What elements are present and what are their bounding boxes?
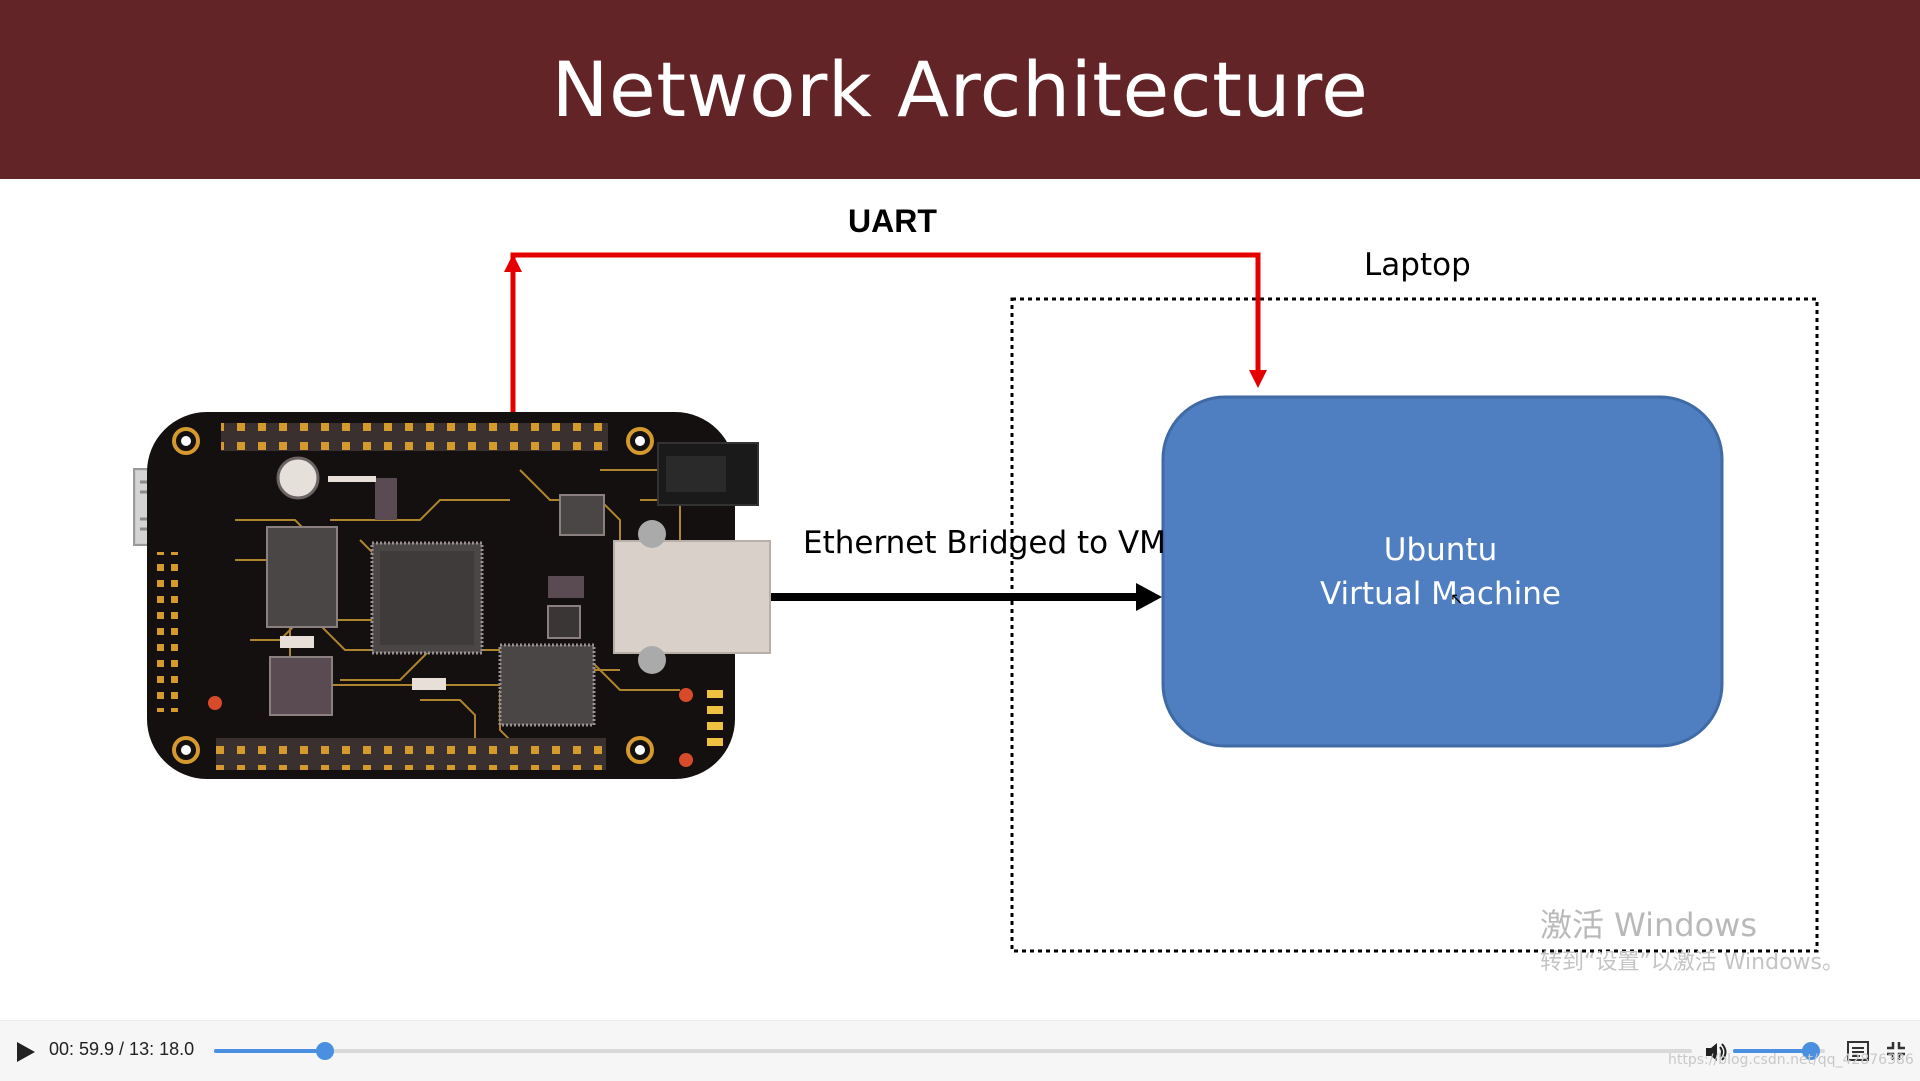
vm-box (1161, 395, 1724, 748)
slide-title: Network Architecture (551, 45, 1369, 134)
pcb-board (133, 412, 771, 779)
vm-label-line1: Ubuntu (1383, 532, 1498, 568)
play-icon[interactable] (12, 1039, 38, 1065)
ethernet-label: Ethernet Bridged to VM (803, 525, 1166, 561)
mouse-cursor-icon: ↖ (1450, 589, 1464, 608)
captions-icon[interactable] (1846, 1039, 1870, 1063)
volume-slider[interactable] (1733, 1042, 1825, 1060)
uart-connection (504, 252, 1267, 412)
vm-label-line2: Virtual Machine (1320, 576, 1561, 612)
title-bar: Network Architecture (0, 0, 1920, 179)
laptop-boundary (1010, 297, 1819, 953)
laptop-label: Laptop (1364, 247, 1471, 283)
time-display: 00: 59.9 / 13: 18.0 (49, 1039, 195, 1059)
video-player-controls: 00: 59.9 / 13: 18.0 (0, 1020, 1920, 1081)
uart-label: UART (848, 203, 937, 239)
volume-level (1733, 1049, 1812, 1053)
seek-bar-progress (214, 1049, 325, 1053)
seek-handle[interactable] (315, 1042, 334, 1060)
network-diagram (133, 252, 1819, 953)
activate-windows-watermark: 激活 Windows (1540, 906, 1758, 944)
vm-label: Ubuntu Virtual Machine (1163, 528, 1718, 616)
ethernet-connection (766, 583, 1162, 611)
activate-windows-subtext: 转到“设置”以激活 Windows。 (1540, 950, 1844, 975)
seek-bar[interactable] (214, 1042, 1692, 1060)
volume-handle[interactable] (1802, 1042, 1821, 1060)
source-credit: https://blog.csdn.net/qq_42876386 (1668, 1052, 1914, 1068)
speaker-icon[interactable] (1703, 1039, 1729, 1065)
exit-fullscreen-icon[interactable] (1884, 1039, 1908, 1063)
